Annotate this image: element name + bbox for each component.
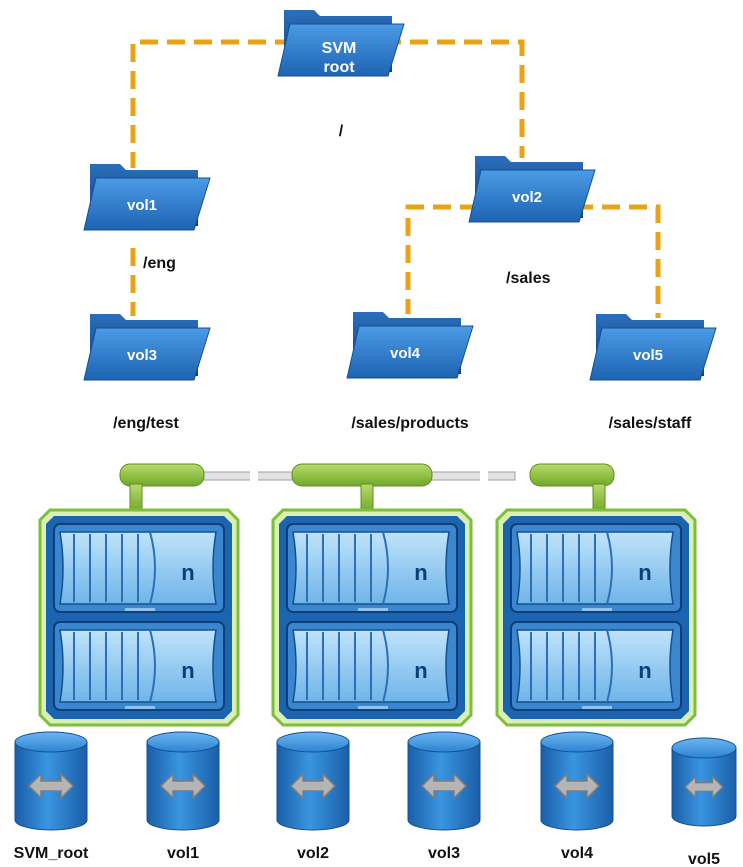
disk-shelf: n: [510, 621, 682, 711]
connector-root-vol2: [383, 39, 525, 158]
netapp-logo-icon: n: [638, 560, 651, 585]
disk-svm-root[interactable]: SVM_root: [14, 731, 89, 862]
disk-label: vol3: [428, 845, 460, 862]
folder-vol5-label: vol5: [633, 347, 663, 364]
disk-label: vol5: [688, 851, 720, 867]
folder-vol2-label: vol2: [512, 189, 542, 206]
folder-vol4[interactable]: vol4: [346, 311, 474, 379]
disk-shelf: n: [510, 523, 682, 613]
folder-vol1[interactable]: vol1: [83, 163, 211, 231]
disk-shelf: n: [53, 621, 225, 711]
disk-vol5[interactable]: vol5: [671, 737, 737, 867]
path-eng-test: /eng/test: [113, 415, 179, 432]
cluster-interconnect: [119, 463, 615, 513]
disk-label: vol1: [167, 845, 199, 862]
folder-vol2[interactable]: vol2: [468, 155, 596, 223]
disk-vol3[interactable]: vol3: [407, 731, 481, 862]
path-sales-products: /sales/products: [351, 415, 468, 432]
path-eng: /eng: [143, 255, 176, 272]
disk-shelf: n: [53, 523, 225, 613]
disk-label: vol4: [561, 845, 593, 862]
disk-vol2[interactable]: vol2: [276, 731, 350, 862]
folder-svm-root-label-line2: root: [323, 59, 355, 76]
netapp-logo-icon: n: [181, 560, 194, 585]
netapp-logo-icon: n: [414, 560, 427, 585]
folder-vol4-label: vol4: [390, 345, 421, 362]
disk-shelf: n: [286, 621, 458, 711]
folder-vol5[interactable]: vol5: [589, 313, 717, 381]
netapp-logo-icon: n: [414, 658, 427, 683]
connector-vol2-vol5: [575, 204, 661, 318]
connector-vol2-vol4: [405, 204, 478, 314]
path-sales: /sales: [506, 270, 551, 287]
disk-label: vol2: [297, 845, 329, 862]
disk-shelf: n: [286, 523, 458, 613]
path-root: /: [339, 123, 344, 140]
folder-svm-root-label-line1: SVM: [322, 40, 357, 57]
connector-root-vol1: [130, 39, 293, 168]
storage-node[interactable]: nn: [38, 508, 240, 727]
netapp-logo-icon: n: [638, 658, 651, 683]
netapp-logo-icon: n: [181, 658, 194, 683]
volume-disks: SVM_root vol1 vol2 vol3 vol4 vol5: [14, 731, 737, 867]
folder-svm-root[interactable]: SVM root: [277, 9, 405, 77]
storage-node[interactable]: nn: [271, 508, 473, 727]
folder-vol1-label: vol1: [127, 197, 157, 214]
folder-vol3-label: vol3: [127, 347, 157, 364]
folder-vol3[interactable]: vol3: [83, 313, 211, 381]
storage-node[interactable]: nn: [495, 508, 697, 727]
disk-vol1[interactable]: vol1: [146, 731, 220, 862]
disk-vol4[interactable]: vol4: [540, 731, 614, 862]
path-sales-staff: /sales/staff: [609, 415, 692, 432]
namespace-connectors: [130, 39, 661, 318]
disk-label: SVM_root: [14, 845, 89, 862]
